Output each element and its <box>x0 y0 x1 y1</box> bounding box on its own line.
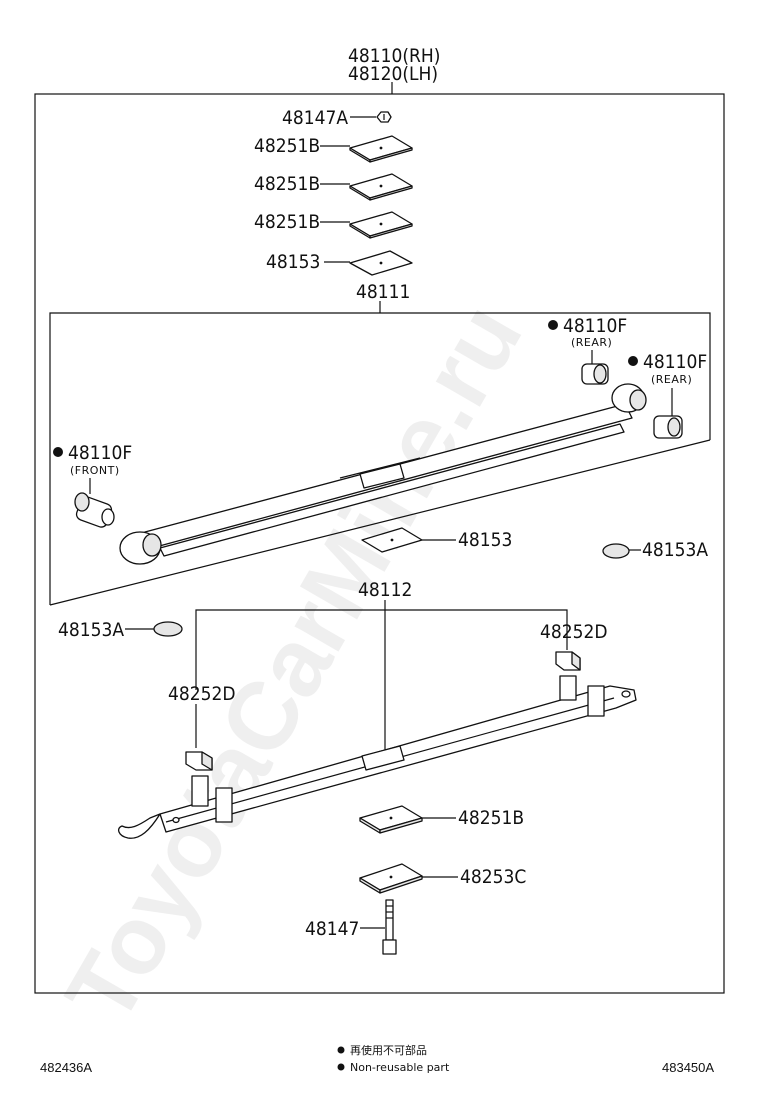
assembly-label-lh: 48120(LH) <box>348 63 438 85</box>
spacer-plate-3 <box>349 211 413 239</box>
label-48110f-rear-2: 48110F <box>643 351 707 373</box>
pad-48153a-left <box>153 621 183 637</box>
label-48111: 48111 <box>356 281 410 303</box>
non-reusable-dot-rear-2 <box>628 356 638 366</box>
leaf-subframe <box>49 312 711 605</box>
legend-text-cn: 再使用不可部品 <box>350 1043 427 1057</box>
legend-text-en: Non-reusable part <box>350 1061 450 1074</box>
legend-dot-en <box>337 1063 345 1071</box>
watermark-text: ToyotaCarMine.ru <box>46 286 543 1040</box>
label-48251b-bottom: 48251B <box>458 807 524 829</box>
sublabel-front: (FRONT) <box>70 464 120 477</box>
label-48153a-left: 48153A <box>58 619 124 641</box>
label-48252d-left: 48252D <box>168 683 236 705</box>
pad-48153a-right <box>602 543 630 559</box>
label-48251b-3: 48251B <box>254 211 320 233</box>
bolt-48147 <box>382 899 397 955</box>
label-48147: 48147 <box>305 918 359 940</box>
non-reusable-dot-front <box>53 447 63 457</box>
footer-right-code: 483450A <box>662 1060 714 1075</box>
clip-48252d-right <box>555 651 581 671</box>
leaf-subframe-diagonal <box>49 439 711 606</box>
leader-48112-bracket <box>195 609 568 690</box>
label-48147a: 48147A <box>282 107 348 129</box>
label-48110f-front: 48110F <box>68 442 132 464</box>
main-leaf-spring <box>119 383 647 565</box>
sublabel-rear-1: (REAR) <box>571 336 612 349</box>
spacer-plate-1 <box>349 135 413 163</box>
footer-left-code: 482436A <box>40 1060 92 1075</box>
rear-bushing-1 <box>581 363 609 385</box>
spacer-48153-top <box>349 250 413 276</box>
sublabel-rear-2: (REAR) <box>651 373 692 386</box>
label-48252d-right: 48252D <box>540 621 608 643</box>
front-bushing <box>74 492 115 528</box>
spacer-48253c <box>359 863 423 894</box>
non-reusable-dot-rear-1 <box>548 320 558 330</box>
label-48153-mid: 48153 <box>458 529 512 551</box>
label-48110f-rear-1: 48110F <box>563 315 627 337</box>
label-48112: 48112 <box>358 579 412 601</box>
second-leaf-spring <box>117 675 637 839</box>
bumper-part <box>376 111 392 123</box>
legend-dot-cn <box>337 1046 345 1054</box>
spacer-48251b-bottom <box>359 805 423 834</box>
rear-bushing-2 <box>653 415 683 439</box>
assembly-frame <box>34 93 725 994</box>
label-48251b-2: 48251B <box>254 173 320 195</box>
spacer-plate-2 <box>349 173 413 201</box>
label-48153a-right: 48153A <box>642 539 708 561</box>
label-48153-top: 48153 <box>266 251 320 273</box>
label-48253c: 48253C <box>460 866 526 888</box>
assembly-label-rh: 48110(RH) <box>348 45 440 67</box>
label-48251b-1: 48251B <box>254 135 320 157</box>
clip-48252d-left <box>185 751 213 771</box>
